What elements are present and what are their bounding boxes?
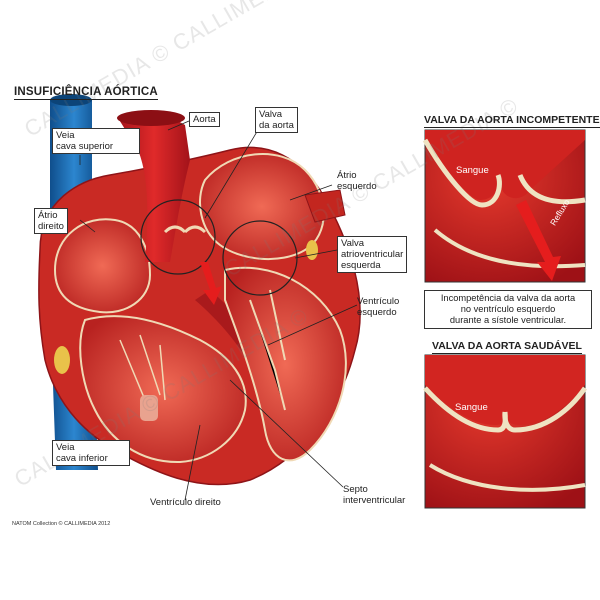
incompetent-blood-label: Sangue: [456, 165, 489, 176]
incompetent-panel-title: VALVA DA AORTA INCOMPETENTE: [424, 114, 600, 128]
incompetent-description: Incompetência da valva da aorta no ventr…: [424, 290, 592, 329]
diagram-title: INSUFICIÊNCIA AÓRTICA: [14, 86, 158, 100]
label-veia-cava-inferior: Veia cava inferior: [52, 440, 130, 466]
healthy-valve-inset: [423, 354, 588, 509]
label-valva-aorta: Valva da aorta: [255, 107, 298, 133]
copyright-footer: NATOM Collection © CALLIMEDIA 2012: [12, 521, 111, 527]
healthy-blood-label: Sangue: [455, 402, 488, 413]
reflux-arrow-main: [200, 262, 222, 305]
healthy-panel-title: VALVA DA AORTA SAUDÁVEL: [432, 340, 582, 354]
fat-right: [306, 240, 318, 260]
left-ventricle: [224, 266, 347, 462]
label-atrio-direito: Átrio direito: [34, 208, 68, 234]
right-atrium: [53, 218, 152, 314]
label-septo: Septo interventricular: [343, 484, 406, 506]
label-aorta: Aorta: [189, 112, 220, 127]
leader-lines: [79, 120, 358, 501]
aortic-valve-circle: [140, 199, 216, 275]
label-ventriculo-esquerdo: Ventrículo esquerdo: [357, 296, 400, 318]
label-ventriculo-direito: Ventrículo direito: [150, 497, 221, 508]
aorta: [117, 110, 190, 263]
right-ventricle: [79, 315, 247, 464]
left-atrium: [199, 153, 346, 261]
fat-left: [54, 346, 70, 374]
label-valva-atrioventricular: Valva atrioventricular esquerda: [337, 236, 408, 273]
incompetent-valve-inset: [422, 129, 586, 283]
label-veia-cava-superior: Veia cava superior: [52, 128, 140, 154]
label-atrio-esquerdo: Átrio esquerdo: [337, 170, 377, 192]
